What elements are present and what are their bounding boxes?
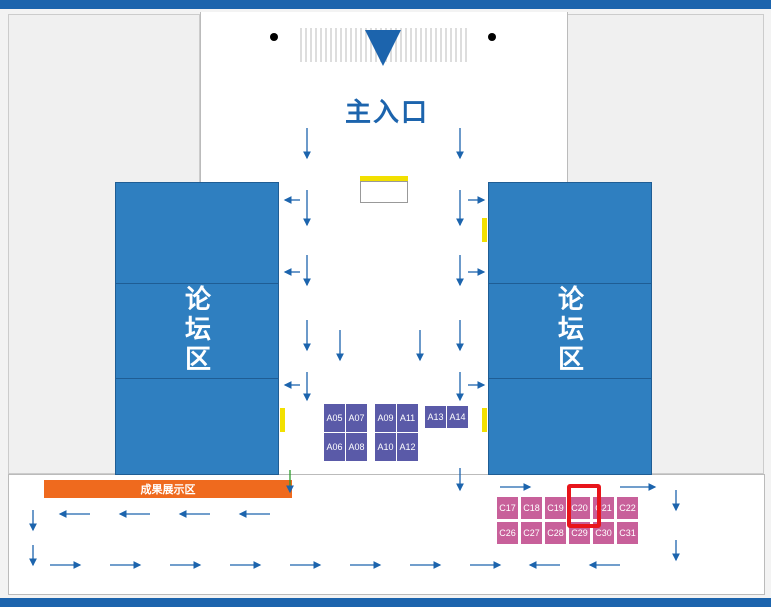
forum-area-left[interactable]: 论坛区: [115, 182, 279, 475]
booth-a13[interactable]: A13: [425, 406, 446, 428]
booth-c20[interactable]: C20: [569, 497, 590, 519]
booth-c26[interactable]: C26: [497, 522, 518, 544]
booth-a07[interactable]: A07: [346, 404, 367, 432]
booth-a10[interactable]: A10: [375, 433, 396, 461]
top-border: [0, 0, 771, 9]
bottom-border: [0, 598, 771, 607]
info-desk-right-top: [482, 218, 487, 242]
booth-c27[interactable]: C27: [521, 522, 542, 544]
info-desk-left: [280, 408, 285, 432]
forum-area-right[interactable]: 论坛区: [488, 182, 652, 475]
booth-c18[interactable]: C18: [521, 497, 542, 519]
highlight-marker: [567, 484, 601, 528]
booth-c19[interactable]: C19: [545, 497, 566, 519]
forum-label-left: 论坛区: [184, 285, 211, 375]
booth-a14[interactable]: A14: [447, 406, 468, 428]
booth-c22[interactable]: C22: [617, 497, 638, 519]
booth-a08[interactable]: A08: [346, 433, 367, 461]
booth-c31[interactable]: C31: [617, 522, 638, 544]
booth-c28[interactable]: C28: [545, 522, 566, 544]
booth-a06[interactable]: A06: [324, 433, 345, 461]
reception-desk: [360, 176, 408, 181]
exhibit-area[interactable]: 成果展示区: [44, 480, 292, 498]
info-desk-right-bottom: [482, 408, 487, 432]
booth-a12[interactable]: A12: [397, 433, 418, 461]
main-entrance-label: 主入口: [345, 98, 430, 128]
reception-counter: [360, 181, 408, 203]
booth-c17[interactable]: C17: [497, 497, 518, 519]
booth-a09[interactable]: A09: [375, 404, 396, 432]
forum-label-right: 论坛区: [557, 285, 584, 375]
booth-a05[interactable]: A05: [324, 404, 345, 432]
booth-a11[interactable]: A11: [397, 404, 418, 432]
